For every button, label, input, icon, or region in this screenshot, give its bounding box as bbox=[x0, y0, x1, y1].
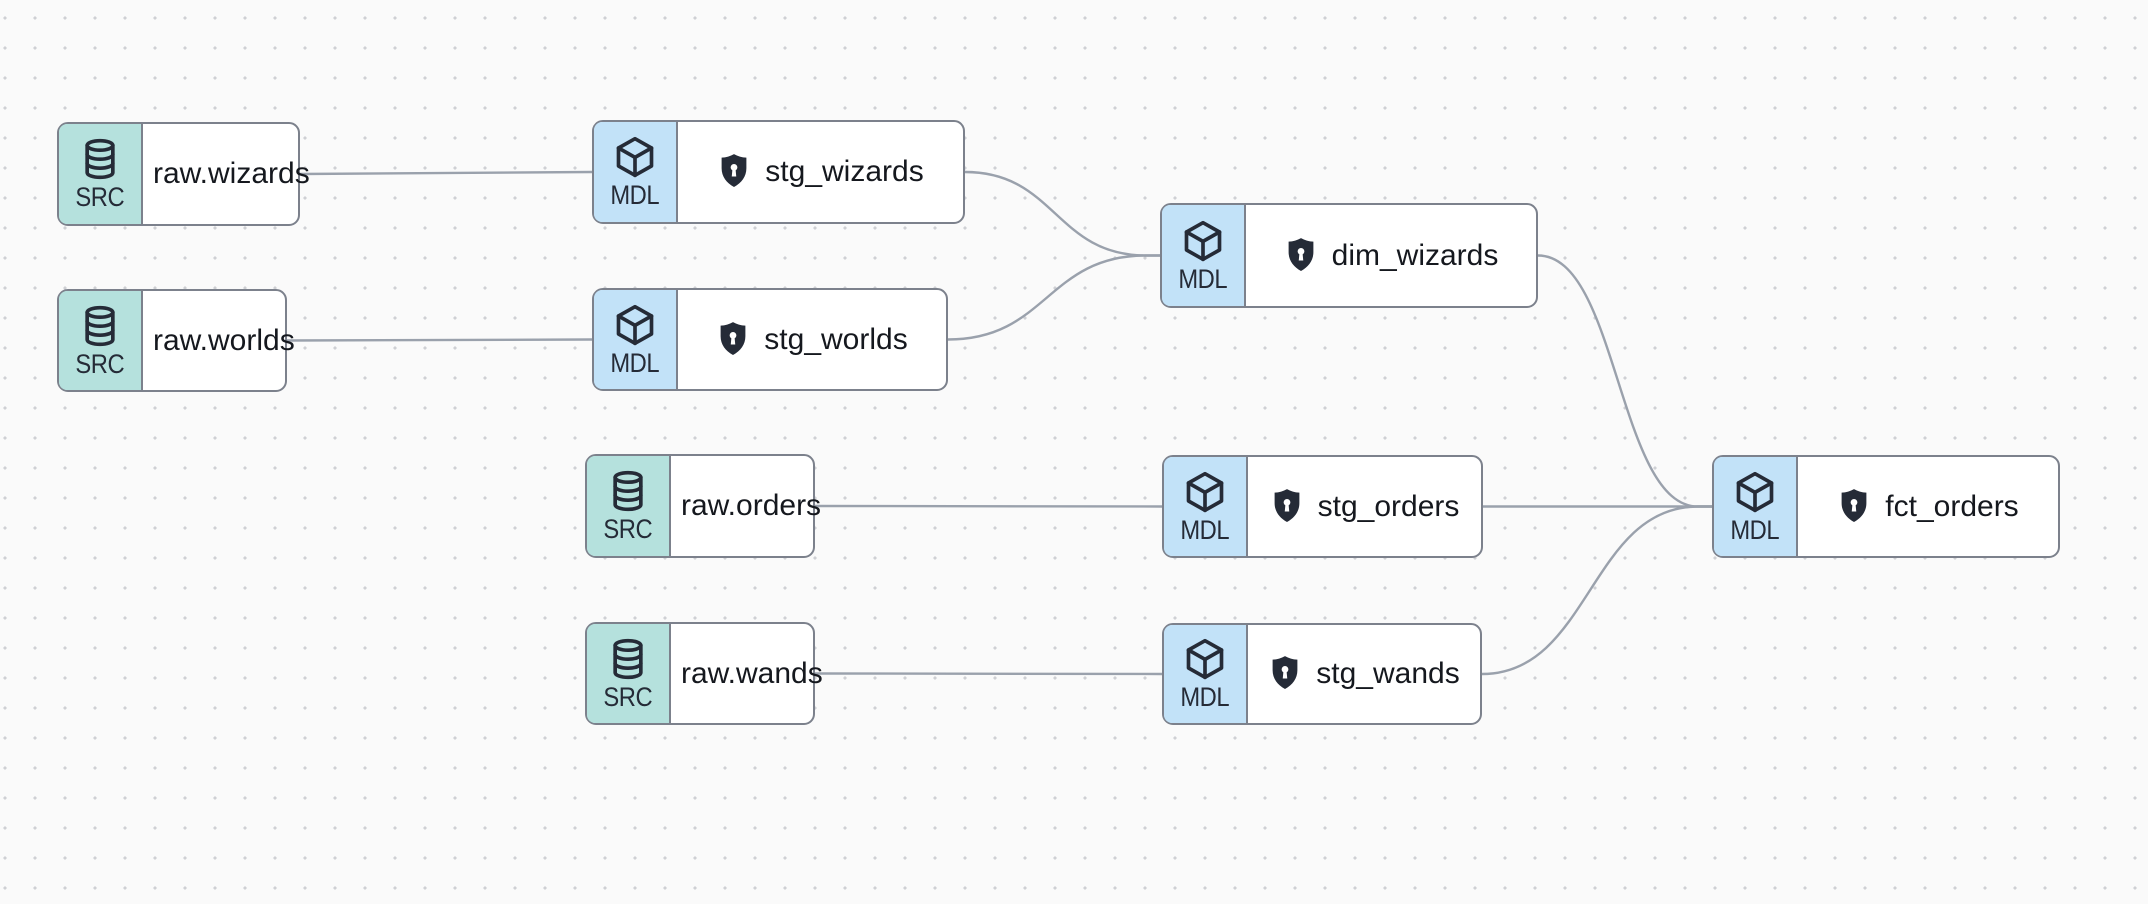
badge-label: MDL bbox=[1178, 263, 1228, 294]
node-body: raw.worlds bbox=[143, 291, 305, 390]
badge-label: SRC bbox=[603, 514, 653, 544]
mdl-type-badge: MDL bbox=[1714, 457, 1798, 556]
mdl-type-badge: MDL bbox=[594, 290, 678, 389]
database-icon bbox=[613, 470, 643, 512]
node-stg_orders[interactable]: MDL stg_orders bbox=[1162, 455, 1483, 558]
mdl-type-badge: MDL bbox=[1164, 457, 1248, 556]
node-raw_worlds[interactable]: SRC raw.worlds bbox=[57, 289, 295, 392]
node-stg_worlds[interactable]: MDL stg_worlds bbox=[592, 288, 948, 391]
cube-icon bbox=[616, 136, 654, 178]
badge-label: MDL bbox=[610, 347, 660, 378]
badge-label: MDL bbox=[1730, 514, 1780, 545]
node-raw_wizards[interactable]: SRC raw.wizards bbox=[57, 122, 310, 226]
src-type-badge: SRC bbox=[587, 456, 671, 556]
node-label: raw.orders bbox=[681, 489, 822, 522]
edge-raw_wands-to-stg_wands bbox=[813, 672, 1164, 676]
shield-icon bbox=[1274, 488, 1300, 522]
database-icon bbox=[613, 638, 643, 679]
node-raw_wands[interactable]: SRC raw.wands bbox=[585, 622, 823, 725]
node-label: raw.wizards bbox=[153, 157, 310, 190]
node-label: fct_orders bbox=[1885, 489, 2019, 523]
node-label: dim_wizards bbox=[1331, 238, 1499, 272]
node-label: stg_worlds bbox=[764, 322, 908, 356]
node-label: stg_orders bbox=[1317, 489, 1460, 523]
node-label: raw.worlds bbox=[153, 323, 295, 357]
edge-stg_wizards-to-dim_wizards bbox=[963, 170, 1162, 257]
node-body: stg_wands bbox=[1248, 625, 1480, 723]
node-body: dim_wizards bbox=[1246, 205, 1536, 306]
node-stg_wands[interactable]: MDL stg_wands bbox=[1162, 623, 1482, 725]
node-dim_wizards[interactable]: MDL dim_wizards bbox=[1160, 203, 1538, 308]
node-body: raw.orders bbox=[671, 456, 831, 556]
edge-raw_worlds-to-stg_worlds bbox=[285, 338, 594, 342]
src-type-badge: SRC bbox=[587, 624, 671, 723]
badge-label: MDL bbox=[1180, 682, 1230, 712]
node-body: stg_orders bbox=[1248, 457, 1481, 556]
badge-label: MDL bbox=[1180, 514, 1230, 545]
edge-raw_wizards-to-stg_wizards bbox=[298, 170, 594, 176]
shield-icon bbox=[720, 321, 746, 355]
node-fct_orders[interactable]: MDL fct_orders bbox=[1712, 455, 2060, 558]
edge-dim_wizards-to-fct_orders bbox=[1536, 254, 1714, 508]
cube-icon bbox=[616, 304, 654, 345]
cube-icon bbox=[1184, 220, 1222, 261]
shield-icon bbox=[1288, 237, 1314, 271]
node-body: raw.wizards bbox=[143, 124, 320, 224]
node-body: fct_orders bbox=[1798, 457, 2058, 556]
badge-label: MDL bbox=[610, 180, 660, 210]
cube-icon bbox=[1186, 638, 1224, 680]
edge-stg_worlds-to-dim_wizards bbox=[946, 254, 1162, 341]
node-body: stg_worlds bbox=[678, 290, 946, 389]
node-body: raw.wands bbox=[671, 624, 833, 723]
badge-label: SRC bbox=[603, 681, 653, 712]
node-label: stg_wizards bbox=[765, 155, 924, 188]
cube-icon bbox=[1186, 471, 1224, 512]
mdl-type-badge: MDL bbox=[1164, 625, 1248, 723]
shield-icon bbox=[1272, 656, 1298, 690]
mdl-type-badge: MDL bbox=[1162, 205, 1246, 306]
src-type-badge: SRC bbox=[59, 124, 143, 224]
badge-label: SRC bbox=[75, 182, 125, 212]
node-raw_orders[interactable]: SRC raw.orders bbox=[585, 454, 821, 558]
node-body: stg_wizards bbox=[678, 122, 963, 222]
src-type-badge: SRC bbox=[59, 291, 143, 390]
node-label: raw.wands bbox=[681, 656, 823, 690]
node-stg_wizards[interactable]: MDL stg_wizards bbox=[592, 120, 965, 224]
database-icon bbox=[85, 138, 115, 180]
node-label: stg_wands bbox=[1316, 657, 1460, 690]
cube-icon bbox=[1736, 471, 1774, 512]
database-icon bbox=[85, 305, 115, 346]
mdl-type-badge: MDL bbox=[594, 122, 678, 222]
edge-raw_orders-to-stg_orders bbox=[813, 504, 1164, 508]
shield-icon bbox=[721, 154, 747, 188]
edge-stg_wands-to-fct_orders bbox=[1480, 505, 1714, 676]
shield-icon bbox=[1841, 488, 1867, 522]
badge-label: SRC bbox=[75, 348, 125, 379]
